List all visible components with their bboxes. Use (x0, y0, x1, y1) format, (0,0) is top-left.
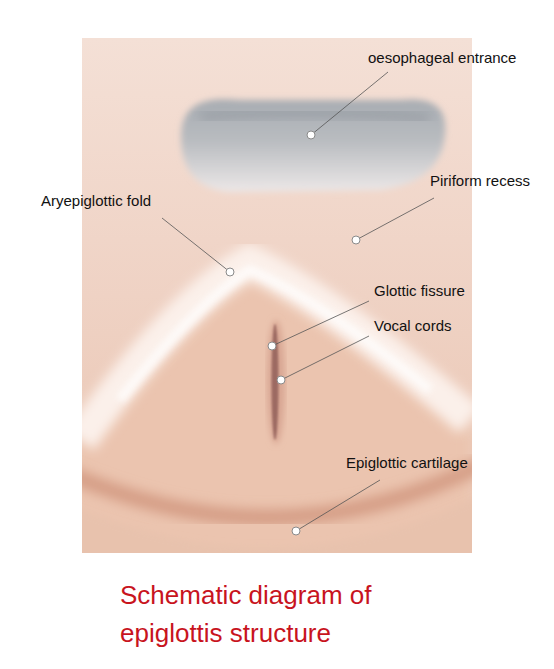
glottis-shadow (267, 320, 285, 444)
part-label: Epiglottic cartilage (346, 454, 468, 472)
oesophageal-opening (181, 99, 445, 192)
part-label: Glottic fissure (374, 282, 465, 300)
part-label: Piriform recess (430, 172, 530, 190)
inner-vestibule (82, 262, 470, 553)
figure-caption: Schematic diagram of epiglottis structur… (120, 576, 420, 652)
anchor-dots (226, 131, 360, 535)
anchor-dot (352, 236, 360, 244)
leader-line (281, 336, 369, 380)
opening-shadow (200, 112, 430, 120)
leader-line (311, 72, 388, 135)
anchor-dot (292, 527, 300, 535)
anchor-dot (277, 376, 285, 384)
part-label: oesophageal entrance (368, 49, 516, 67)
anchor-dot (268, 342, 276, 350)
part-label: Vocal cords (374, 317, 452, 335)
epiglottis-surface (82, 490, 472, 553)
aryepiglottic-fold-band (82, 262, 470, 440)
leader-line (272, 301, 369, 346)
illustration-group (82, 38, 472, 553)
leader-line (162, 218, 230, 272)
anchor-dot (307, 131, 315, 139)
leader-line (296, 480, 380, 531)
leader-line (356, 198, 434, 240)
anchor-dot (226, 268, 234, 276)
part-label: Aryepiglottic fold (41, 192, 151, 210)
